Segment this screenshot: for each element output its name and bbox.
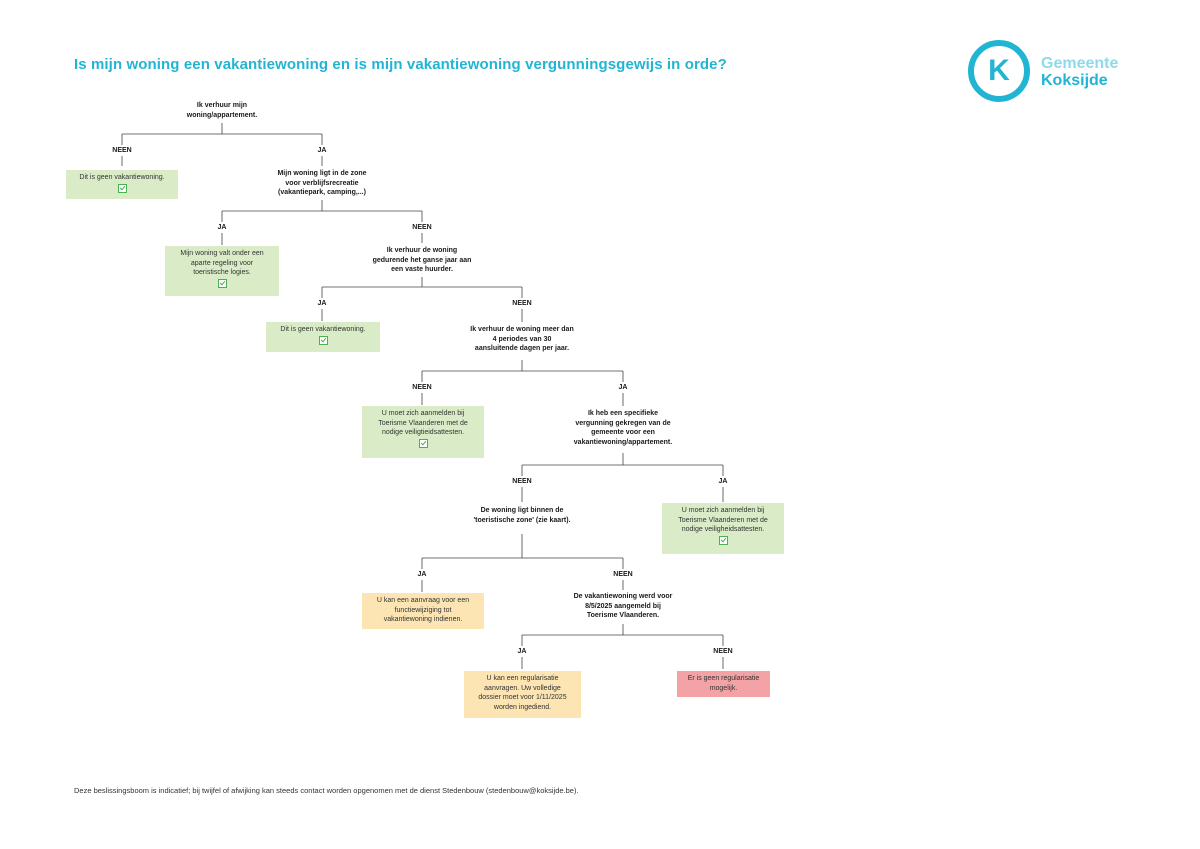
result-text: Er is geen regularisatie mogelijk. xyxy=(687,675,760,692)
result-text: Dit is geen vakantiewoning. xyxy=(79,174,165,181)
result-text: U kan een aanvraag voor een functiewijzi… xyxy=(376,597,470,623)
result-text: U moet zich aanmelden bij Toerisme Vlaan… xyxy=(378,410,468,436)
gemeente-logo: K Gemeente Koksijde xyxy=(968,40,1148,102)
answer-yes-label: JA xyxy=(517,648,527,655)
answer-yes-label: JA xyxy=(417,571,427,578)
result-text: Dit is geen vakantiewoning. xyxy=(280,326,366,333)
footer-note: Deze beslissingsboom is indicatief; bij … xyxy=(74,786,579,795)
answer-no-label: NEEN xyxy=(412,224,432,231)
result-box-regularisation: U kan een regularisatie aanvragen. Uw vo… xyxy=(464,671,581,718)
answer-no-label: NEEN xyxy=(112,147,132,154)
answer-yes-label: JA xyxy=(317,147,327,154)
result-box-no-holiday-home-2: Dit is geen vakantiewoning. xyxy=(266,322,380,352)
question-specific-permit: Ik heb een specifieke vergunning gekrege… xyxy=(573,410,673,446)
answer-no-label: NEEN xyxy=(512,300,532,307)
question-recreation-zone: Mijn woning ligt in de zone voor verblij… xyxy=(277,170,367,196)
checkbox-check-icon xyxy=(117,183,127,193)
checkbox-check-icon xyxy=(217,278,227,288)
answer-no-label: NEEN xyxy=(713,648,733,655)
answer-yes-label: JA xyxy=(618,384,628,391)
page-title: Is mijn woning een vakantiewoning en is … xyxy=(74,56,727,73)
result-text: Mijn woning valt onder een aparte regeli… xyxy=(180,250,264,276)
result-box-no-regularisation: Er is geen regularisatie mogelijk. xyxy=(677,671,770,697)
question-fixed-tenant: Ik verhuur de woning gedurende het ganse… xyxy=(372,247,472,273)
logo-text: Gemeente Koksijde xyxy=(1041,55,1118,89)
answer-no-label: NEEN xyxy=(613,571,633,578)
answer-yes-label: JA xyxy=(317,300,327,307)
question-rent-out: Ik verhuur mijn woning/appartement. xyxy=(186,102,258,119)
question-tourist-zone: De woning ligt binnen de 'toeristische z… xyxy=(473,507,571,524)
answer-yes-label: JA xyxy=(718,478,728,485)
checkbox-check-icon xyxy=(718,535,728,545)
answer-no-label: NEEN xyxy=(512,478,532,485)
question-rental-periods: Ik verhuur de woning meer dan 4 periodes… xyxy=(470,326,574,352)
checkbox-check-icon xyxy=(418,438,428,448)
answer-yes-label: JA xyxy=(217,224,227,231)
logo-circle-icon xyxy=(968,40,1030,102)
logo-line2: Koksijde xyxy=(1041,72,1108,89)
result-text: U kan een regularisatie aanvragen. Uw vo… xyxy=(478,675,567,711)
result-text: U moet zich aanmelden bij Toerisme Vlaan… xyxy=(678,507,768,533)
result-box-no-holiday-home-1: Dit is geen vakantiewoning. xyxy=(66,170,178,199)
logo-line1: Gemeente xyxy=(1041,55,1119,72)
checkbox-check-icon xyxy=(318,335,328,345)
result-box-tourist-lodging: Mijn woning valt onder een aparte regeli… xyxy=(165,246,279,296)
question-registered-before: De vakantiewoning werd voor 8/5/2025 aan… xyxy=(573,593,673,619)
logo-letter: K xyxy=(988,54,1010,87)
result-box-function-change: U kan een aanvraag voor een functiewijzi… xyxy=(362,593,484,629)
result-box-register-tourism-2: U moet zich aanmelden bij Toerisme Vlaan… xyxy=(662,503,784,554)
answer-no-label: NEEN xyxy=(412,384,432,391)
result-box-register-tourism-1: U moet zich aanmelden bij Toerisme Vlaan… xyxy=(362,406,484,458)
